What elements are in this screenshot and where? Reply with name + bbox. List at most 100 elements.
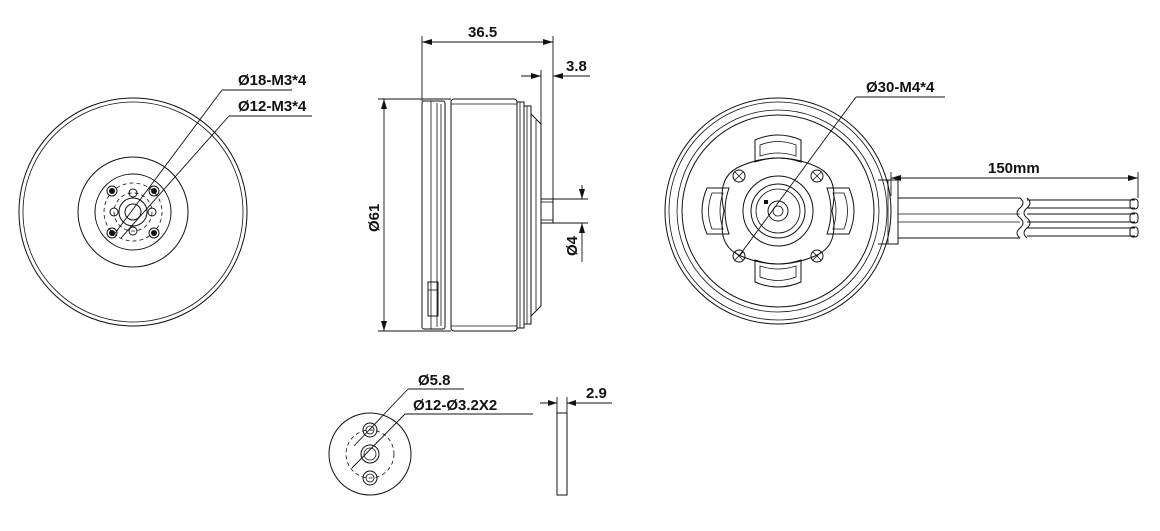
adapter-pcd [345,429,395,479]
wire-3-cap [1129,226,1139,238]
label-adapter-thickness: 2.9 [586,385,607,402]
label-side-length: 36.5 [468,24,497,41]
front-pcd-12 [113,192,153,232]
adapter-bottom-hole-inner [365,473,375,483]
side-ridge-2 [523,105,532,325]
rear-outer-rim-2 [668,101,888,321]
front-outer-rim [18,97,248,327]
cable-break-1b [1016,217,1024,239]
leader-front-outer [112,89,223,237]
label-shaft-diameter: Ø4 [564,235,581,256]
dim-arrow [891,175,901,181]
adapter-view: Ø5.8 Ø12-Ø3.2X2 2.9 [328,372,612,496]
side-base [421,100,446,330]
leader-rear-holes [738,96,857,257]
rear-slot-bottom [754,259,802,288]
rear-outer-rim-3 [676,109,880,313]
dim-arrow [567,400,576,406]
rear-m4-hole [732,169,746,183]
adapter-outer [328,412,412,496]
rear-m4-hole [810,169,824,183]
dim-arrow [579,189,585,199]
rear-slot-left-inner [708,192,724,230]
rear-slot-left [701,187,730,235]
rear-view: 150mm Ø30-M4*4 [664,79,1139,325]
front-view: Ø18-M3*4 Ø12-M3*4 [18,72,312,327]
side-rotor-cap [530,112,542,318]
adapter-center-hole-inner [363,447,377,461]
label-shaft-length: 3.8 [566,58,587,75]
dim-arrow [422,39,432,45]
label-rear-holes: Ø30-M4*4 [866,79,935,96]
adapter-bottom-hole [362,470,378,486]
front-pcd-18 [103,182,163,242]
front-inner-hole [128,226,138,236]
front-outer-hole [106,185,118,197]
side-cable-tab [427,281,439,317]
dim-arrow [548,400,557,406]
front-inner-hole [109,207,119,217]
front-hole-circle [94,173,172,251]
label-front-outer-holes: Ø18-M3*4 [238,72,307,89]
label-adapter-center: Ø5.8 [418,372,451,389]
dim-arrow [579,223,585,233]
dim-arrow [553,73,563,79]
rear-m4-hole [732,249,746,263]
rear-bearing-inner [755,188,801,234]
adapter-top-hole-inner [365,425,375,435]
adapter-side-profile [556,412,568,496]
side-rotor [450,98,518,332]
front-outer-hole-fill [151,230,157,236]
rear-slot-top-inner [759,141,797,157]
side-shaft [540,198,554,224]
rear-slot-right-inner [832,192,848,230]
adapter-center-hole [360,444,380,464]
front-outer-hole [148,185,160,197]
dim-arrow [1128,175,1138,181]
rear-mount-plate [721,157,835,265]
rear-clip-mark [764,200,768,204]
front-shaft-boss [118,197,148,227]
leader-adapter-center [353,388,409,447]
rear-m4-hole-mark [734,251,744,261]
adapter-top-hole [362,422,378,438]
rear-slot-bottom-inner [759,265,797,281]
front-outer-hole-fill [109,230,115,236]
dim-arrow [543,39,553,45]
front-inner-hole [147,207,157,217]
leader-front-inner [120,115,230,239]
rear-shaft-center [772,205,784,217]
label-diameter: Ø61 [366,204,383,232]
front-outer-hole-fill [151,188,157,194]
dim-arrow [381,321,387,331]
cable-break-1 [1016,197,1024,219]
front-shaft [124,203,142,221]
label-adapter-holes: Ø12-Ø3.2X2 [413,397,497,414]
front-outer-hole-fill [109,188,115,194]
wire-1-cap [1129,198,1139,210]
wire-2-cap [1129,212,1139,224]
dim-arrow [381,99,387,109]
rear-m4-hole-mark [734,171,744,181]
dim-arrow [531,73,541,79]
front-inner-hole [128,188,138,198]
rear-slot-right [826,187,855,235]
rear-stator-ring [681,114,875,308]
front-hub-circle [77,156,189,268]
rear-outer-rim [664,97,892,325]
rear-slot-top [754,134,802,163]
rear-bearing-housing [742,175,814,247]
leader-adapter-holes [351,413,406,469]
front-outer-rim-inner [22,101,244,323]
label-cable-length: 150mm [988,160,1040,177]
rear-m4-hole-mark [812,251,822,261]
rear-bearing-outer [750,183,806,239]
side-view: 36.5 3.8 Ø61 Ø4 [366,24,590,332]
front-outer-hole [106,227,118,239]
label-front-inner-holes: Ø12-M3*4 [238,98,307,115]
rear-shaft [767,200,789,222]
front-outer-hole [148,227,160,239]
side-ridge-1 [516,101,525,329]
rear-m4-hole-mark [812,171,822,181]
